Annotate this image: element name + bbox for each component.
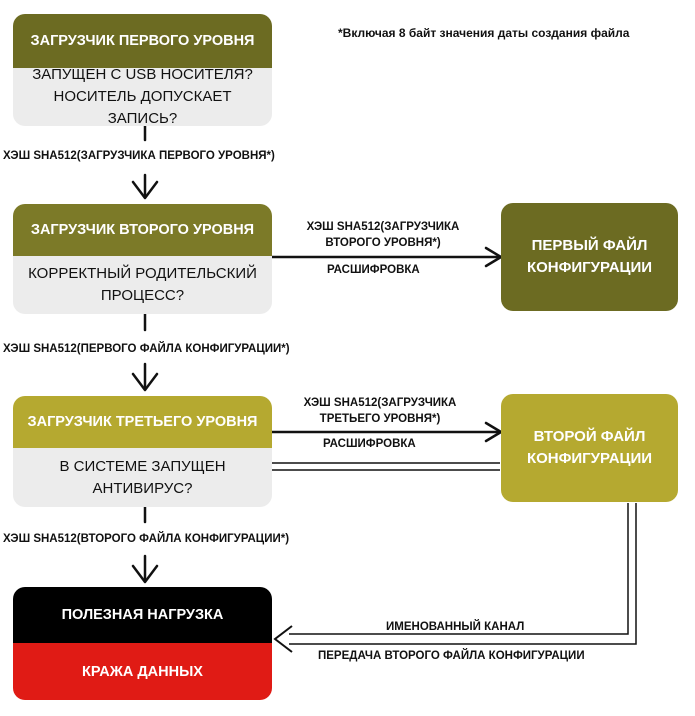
config2-box: ВТОРОЙ ФАЙЛ КОНФИГУРАЦИИ: [501, 394, 678, 502]
stage2-question: КОРРЕКТНЫЙ РОДИТЕЛЬСКИЙ ПРОЦЕСС?: [13, 256, 272, 314]
config1-box: ПЕРВЫЙ ФАЙЛ КОНФИГУРАЦИИ: [501, 203, 678, 311]
edge-label-decrypt1: РАСШИФРОВКА: [327, 264, 420, 276]
edge-label-hash-config2: ХЭШ SHA512(ВТОРОГО ФАЙЛА КОНФИГУРАЦИИ*): [3, 533, 290, 545]
edge-label-decrypt2: РАСШИФРОВКА: [323, 438, 416, 450]
stage3-box: ЗАГРУЗЧИК ТРЕТЬЕГО УРОВНЯ В СИСТЕМЕ ЗАПУ…: [13, 396, 272, 507]
edge-label-hash-config1: ХЭШ SHA512(ПЕРВОГО ФАЙЛА КОНФИГУРАЦИИ*): [3, 343, 290, 355]
payload-box: ПОЛЕЗНАЯ НАГРУЗКА КРАЖА ДАННЫХ: [13, 587, 272, 700]
edge-label-hash-stage3: ХЭШ SHA512(ЗАГРУЗЧИКА ТРЕТЬЕГО УРОВНЯ*): [303, 397, 457, 425]
edge-config2-payload: [289, 503, 629, 635]
stage1-question: ЗАПУЩЕН С USB НОСИТЕЛЯ? НОСИТЕЛЬ ДОПУСКА…: [13, 66, 272, 126]
payload-title: ПОЛЕЗНАЯ НАГРУЗКА: [13, 587, 272, 643]
stage1-title: ЗАГРУЗЧИК ПЕРВОГО УРОВНЯ: [13, 14, 272, 68]
stage3-question: В СИСТЕМЕ ЗАПУЩЕН АНТИВИРУС?: [13, 448, 272, 507]
stage3-title: ЗАГРУЗЧИК ТРЕТЬЕГО УРОВНЯ: [13, 396, 272, 448]
payload-subtitle: КРАЖА ДАННЫХ: [13, 643, 272, 700]
stage2-box: ЗАГРУЗЧИК ВТОРОГО УРОВНЯ КОРРЕКТНЫЙ РОДИ…: [13, 204, 272, 314]
stage2-title: ЗАГРУЗЧИК ВТОРОГО УРОВНЯ: [13, 204, 272, 256]
edge-label-named-pipe: ИМЕНОВАННЫЙ КАНАЛ: [386, 621, 525, 633]
edge-label-transfer: ПЕРЕДАЧА ВТОРОГО ФАЙЛА КОНФИГУРАЦИИ: [318, 650, 585, 662]
edge-label-hash-stage1: ХЭШ SHA512(ЗАГРУЗЧИКА ПЕРВОГО УРОВНЯ*): [3, 150, 275, 162]
edge-label-hash-stage2: ХЭШ SHA512(ЗАГРУЗЧИКА ВТОРОГО УРОВНЯ*): [306, 221, 460, 249]
stage1-box: ЗАГРУЗЧИК ПЕРВОГО УРОВНЯ ЗАПУЩЕН С USB Н…: [13, 14, 272, 126]
footnote: *Включая 8 байт значения даты создания ф…: [338, 26, 630, 40]
